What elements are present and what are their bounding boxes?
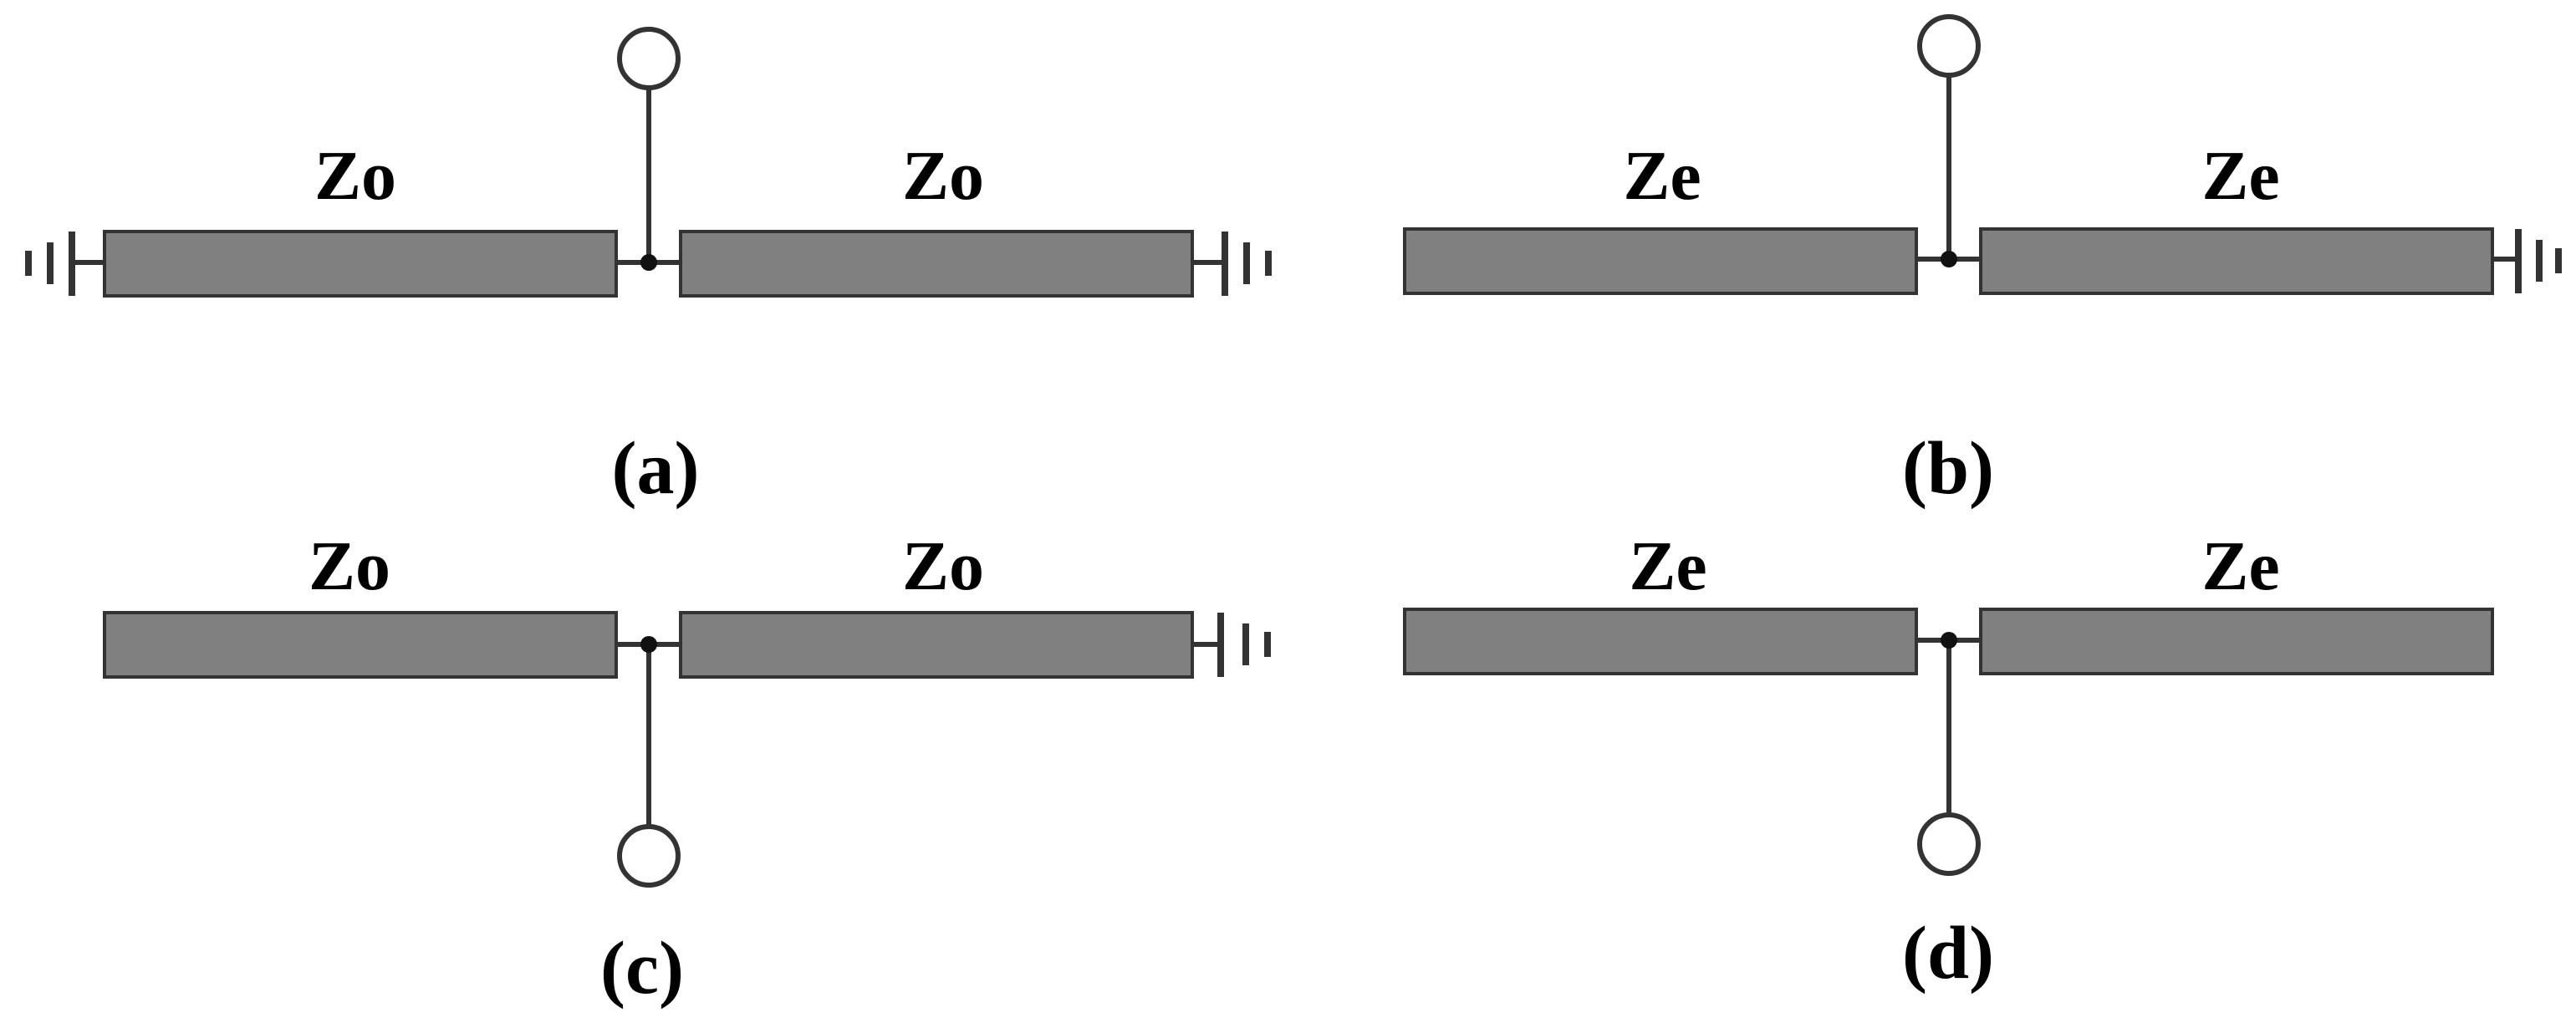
panel-a: Zo Zo (a) <box>25 27 1272 510</box>
panel-d-right-line <box>1979 608 2494 675</box>
panel-c-right-line <box>679 611 1194 679</box>
panel-d-junction-node <box>1941 632 1957 649</box>
panel-a-left-ground-icon <box>25 232 105 296</box>
panel-b-caption: (b) <box>1902 427 1994 510</box>
panel-a-port-circle <box>617 27 681 90</box>
panel-c-right-ground-icon <box>1192 613 1271 677</box>
panel-d-left-label: Ze <box>1629 527 1706 605</box>
panel-b: Ze Ze (b) <box>1403 14 2562 510</box>
panel-c-left-line <box>103 611 618 679</box>
panel-a-caption: (a) <box>612 427 700 510</box>
panel-d-port-circle <box>1917 812 1981 876</box>
panel-c-left-label: Zo <box>309 527 390 605</box>
panel-b-right-label: Ze <box>2201 137 2279 215</box>
panel-c: Zo Zo (c) <box>103 527 1271 1010</box>
panel-b-port-circle <box>1917 14 1981 78</box>
panel-b-right-line <box>1979 227 2494 295</box>
panel-a-left-label: Zo <box>314 137 396 215</box>
panel-b-left-label: Ze <box>1623 137 1701 215</box>
panel-b-right-ground-icon <box>2492 229 2562 293</box>
panel-c-junction-node <box>640 636 657 653</box>
panel-d-caption: (d) <box>1902 912 1994 995</box>
panel-a-right-label: Zo <box>902 137 984 215</box>
panel-d: Ze Ze (d) <box>1403 527 2494 995</box>
panel-d-right-label: Ze <box>2201 527 2279 605</box>
panel-c-caption: (c) <box>600 927 684 1010</box>
panel-a-left-line <box>103 230 618 298</box>
panel-c-right-label: Zo <box>902 527 984 605</box>
panel-a-right-ground-icon <box>1192 232 1272 296</box>
panel-b-left-line <box>1403 227 1918 295</box>
panel-b-junction-node <box>1941 251 1957 267</box>
panel-c-port-circle <box>617 824 681 888</box>
panel-a-junction-node <box>640 254 657 271</box>
panel-a-right-line <box>679 230 1194 298</box>
panel-d-left-line <box>1403 608 1918 675</box>
